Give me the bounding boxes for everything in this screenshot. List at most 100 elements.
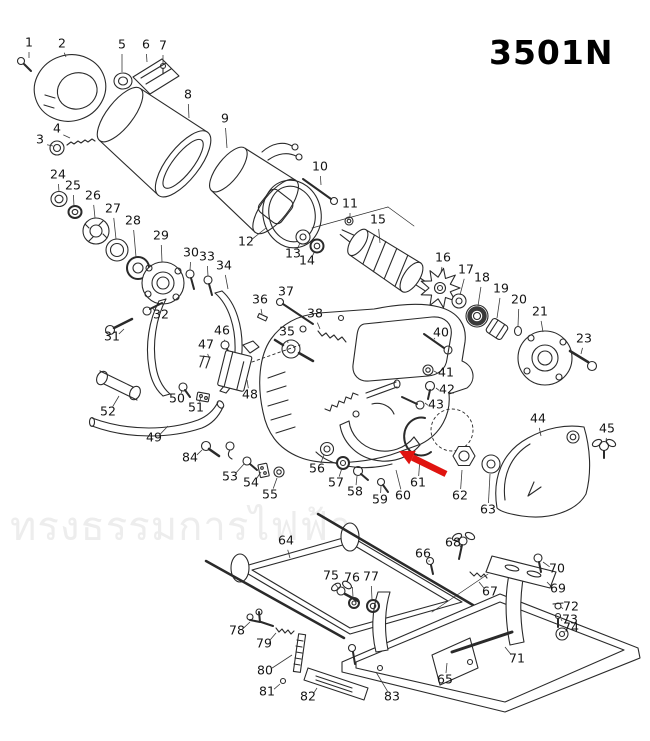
switch-group [199, 340, 301, 392]
leader-line-42 [435, 387, 440, 391]
saw-body [259, 303, 474, 469]
leader-line-21 [540, 320, 544, 333]
part-label-16: 16 [435, 250, 451, 265]
part-label-61: 61 [410, 475, 426, 490]
leader-line-29 [160, 244, 163, 263]
bolt-group [401, 333, 453, 410]
motor-small-parts [262, 178, 415, 254]
leader-line-44 [538, 427, 542, 437]
leader-line-8 [187, 103, 190, 119]
part-label-2: 2 [58, 36, 66, 51]
leader-line-72 [560, 606, 564, 610]
part-label-62: 62 [452, 488, 468, 503]
part-label-84: 84 [182, 450, 198, 465]
rod-and-fittings [450, 602, 569, 654]
leader-line-6 [146, 53, 148, 63]
leader-line-36 [260, 308, 263, 315]
leader-line-81 [273, 683, 281, 690]
leader-line-57 [338, 467, 343, 477]
part-label-81: 81 [259, 684, 275, 699]
leader-line-27 [113, 217, 117, 240]
red-arrow-shaft [411, 454, 448, 477]
red-arrow-head [399, 450, 416, 465]
part-label-66: 66 [415, 546, 431, 561]
depth-guide-group [246, 608, 369, 701]
leader-line-52 [112, 395, 120, 407]
part-label-80: 80 [257, 663, 273, 678]
part-label-51: 51 [188, 400, 204, 415]
leader-line-16 [440, 266, 443, 273]
safety-cover [495, 425, 617, 518]
part-label-19: 19 [493, 281, 509, 296]
part-label-69: 69 [550, 581, 566, 596]
model-number-title: 3501N [489, 33, 614, 72]
spindle-group [256, 297, 347, 363]
part-label-83: 83 [384, 689, 400, 704]
leader-line-77 [370, 585, 373, 600]
leader-line-15 [378, 228, 381, 244]
part-label-67: 67 [482, 584, 498, 599]
part-label-25: 25 [65, 178, 81, 193]
part-label-42: 42 [439, 382, 455, 397]
leader-line-78 [243, 621, 251, 629]
part-label-63: 63 [480, 502, 496, 517]
part-label-17: 17 [458, 262, 474, 277]
leader-line-40 [433, 337, 436, 340]
guide-rail-frame [204, 512, 480, 640]
leader-line-43 [424, 402, 429, 406]
bearing-box [517, 330, 598, 386]
leader-line-69 [546, 581, 552, 587]
leader-line-49 [160, 425, 169, 435]
gear-rings [50, 190, 150, 280]
leader-line-3 [46, 144, 54, 147]
part-label-49: 49 [146, 430, 162, 445]
part-label-33: 33 [199, 249, 215, 264]
part-label-43: 43 [428, 397, 444, 412]
part-label-54: 54 [243, 475, 259, 490]
leader-line-48 [246, 379, 249, 389]
motor-cap-parts [16, 54, 180, 156]
leader-line-31 [118, 328, 125, 335]
leader-line-17 [459, 278, 465, 296]
part-label-10: 10 [312, 159, 328, 174]
part-label-23: 23 [576, 331, 592, 346]
leader-line-25 [72, 194, 75, 207]
leader-line-51 [199, 396, 202, 402]
leader-line-4 [63, 134, 71, 139]
part-label-40: 40 [433, 325, 449, 340]
leader-line-34 [224, 274, 229, 290]
base-plate [341, 562, 641, 713]
leader-line-55 [272, 477, 278, 489]
part-label-37: 37 [278, 284, 294, 299]
leader-line-60 [395, 469, 402, 490]
part-label-73: 73 [562, 612, 578, 627]
leader-line-65 [445, 662, 448, 674]
part-label-1: 1 [25, 35, 33, 50]
part-label-32: 32 [153, 307, 169, 322]
fence-clamp-group [425, 531, 557, 589]
part-label-3: 3 [36, 132, 44, 147]
leader-line-33 [207, 265, 209, 277]
part-label-59: 59 [372, 492, 388, 507]
part-label-36: 36 [252, 292, 268, 307]
part-label-5: 5 [118, 37, 126, 52]
leader-line-38 [317, 322, 321, 330]
leader-line-13 [297, 242, 301, 249]
part-label-50: 50 [169, 391, 185, 406]
part-label-55: 55 [262, 487, 278, 502]
part-label-14: 14 [299, 253, 315, 268]
part-label-26: 26 [85, 188, 101, 203]
part-label-52: 52 [100, 404, 116, 419]
leader-line-26 [93, 204, 96, 219]
part-label-6: 6 [142, 37, 150, 52]
part-label-65: 65 [437, 672, 453, 687]
leader-line-63 [488, 473, 491, 504]
part-label-4: 4 [53, 121, 61, 136]
part-label-34: 34 [216, 258, 232, 273]
part-label-53: 53 [222, 469, 238, 484]
part-label-68: 68 [445, 535, 461, 550]
part-label-11: 11 [342, 196, 358, 211]
leader-line-70 [542, 561, 550, 568]
fan-and-bearings [420, 267, 523, 341]
